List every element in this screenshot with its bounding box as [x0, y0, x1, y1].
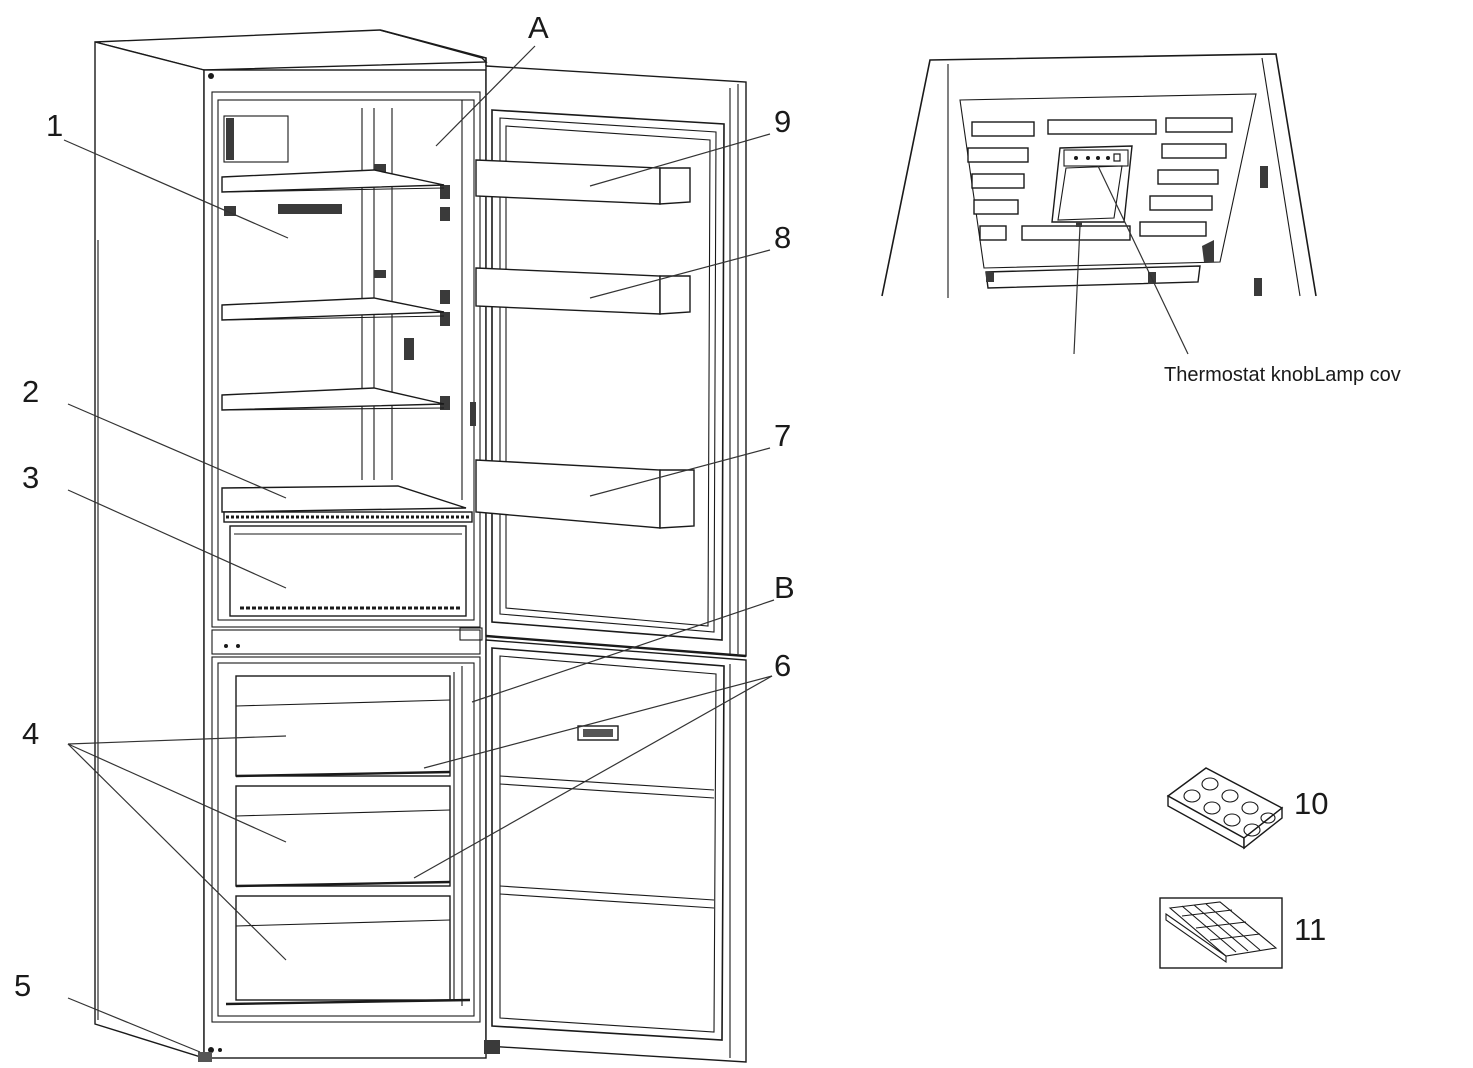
fridge-door — [459, 65, 747, 658]
leader-6a — [423, 675, 773, 769]
leader-6b — [413, 675, 773, 879]
leader-1 — [63, 139, 289, 239]
leader-2 — [67, 403, 287, 499]
leader-4b — [67, 743, 287, 843]
leader-lines — [63, 45, 775, 1053]
label-8: 8 — [774, 220, 791, 255]
leader-thermostat — [1073, 225, 1081, 355]
leader-4a — [67, 735, 287, 745]
leader-a — [435, 45, 536, 147]
fridge-interior — [221, 100, 473, 617]
label-b: B — [774, 570, 795, 605]
label-6: 6 — [774, 648, 791, 683]
leader-lamp-cover — [1097, 165, 1189, 355]
leader-8 — [589, 249, 771, 299]
leader-b — [471, 599, 775, 703]
label-5: 5 — [14, 968, 31, 1003]
ice-tray — [1159, 897, 1283, 969]
leader-5 — [67, 997, 201, 1053]
label-4: 4 — [22, 716, 39, 751]
leader-9 — [589, 133, 771, 187]
label-10: 10 — [1294, 786, 1328, 821]
label-11: 11 — [1294, 912, 1326, 947]
label-7: 7 — [774, 418, 791, 453]
label-a: A — [528, 10, 549, 45]
leader-4c — [67, 743, 287, 961]
label-9: 9 — [774, 104, 791, 139]
label-2: 2 — [22, 374, 39, 409]
egg-tray — [1166, 767, 1284, 850]
thermostat-detail-view — [881, 53, 1317, 355]
freezer-interior — [225, 666, 471, 1006]
label-1: 1 — [46, 108, 63, 143]
leader-7 — [589, 447, 771, 497]
freezer-door — [484, 639, 747, 1063]
label-3: 3 — [22, 460, 39, 495]
leader-3 — [67, 489, 287, 589]
detail-caption: Thermostat knobLamp cov — [1164, 364, 1401, 386]
